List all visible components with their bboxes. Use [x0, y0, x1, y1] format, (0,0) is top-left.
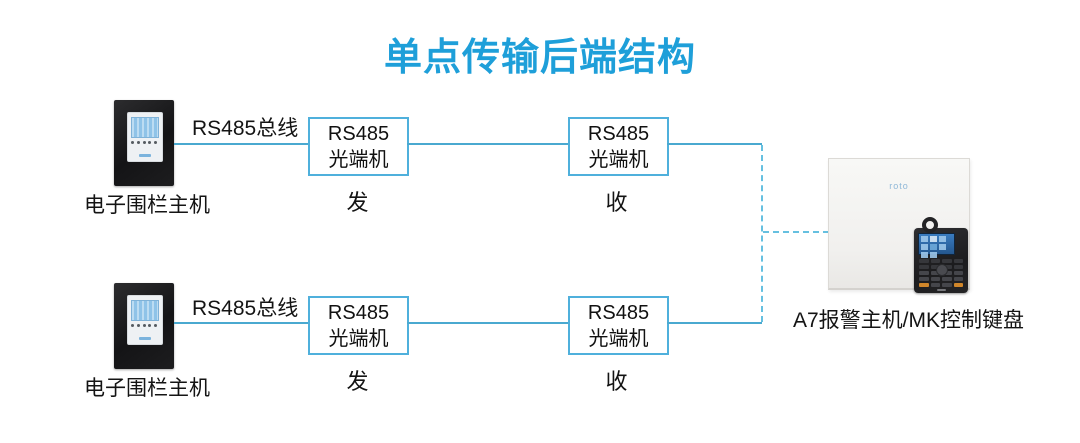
keypad-buttons: [919, 259, 963, 287]
keypad-screen: [918, 233, 955, 258]
converter-box-tx-bottom: RS485 光端机: [308, 296, 409, 355]
keypad-icon: [914, 217, 968, 293]
device-panel: [127, 295, 163, 345]
device-panel: [127, 112, 163, 162]
converter-line2: 光端机: [588, 327, 649, 350]
device-lcd-screen: [131, 117, 159, 138]
bus-label-top: RS485总线: [192, 117, 299, 140]
converter-line1: RS485: [587, 122, 650, 145]
mode-label-tx-top: 发: [346, 190, 369, 215]
connector-tx-to-rx-bottom: [407, 322, 568, 324]
converter-box-rx-top: RS485 光端机: [568, 117, 669, 176]
keypad-brand-mark: [937, 289, 946, 291]
connector-device-to-tx-top: [174, 143, 308, 145]
fence-host-label-bottom: 电子围栏主机: [84, 377, 210, 400]
device-led-row: [131, 141, 157, 144]
converter-box-rx-bottom: RS485 光端机: [568, 296, 669, 355]
device-lcd-screen: [131, 300, 159, 321]
device-brand-mark: [139, 154, 151, 157]
page-title: 单点传输后端结构: [383, 37, 696, 79]
trunk-dashed-vertical-line: [761, 145, 763, 322]
converter-box-tx-top: RS485 光端机: [308, 117, 409, 176]
converter-line2: 光端机: [588, 148, 649, 171]
converter-line1: RS485: [327, 122, 390, 145]
mode-label-rx-bottom: 收: [605, 369, 628, 394]
device-brand-mark: [139, 337, 151, 340]
mode-label-tx-bottom: 发: [346, 369, 369, 394]
fence-host-label-top: 电子围栏主机: [84, 194, 210, 217]
connector-rx-to-trunk-top: [667, 143, 762, 145]
connector-device-to-tx-bottom: [174, 322, 308, 324]
alarm-host-label: A7报警主机/MK控制键盘: [793, 309, 1025, 332]
bus-label-bottom: RS485总线: [192, 297, 299, 320]
converter-line1: RS485: [587, 301, 650, 324]
device-led-row: [131, 324, 157, 327]
keypad-nav-button: [936, 264, 948, 276]
connector-tx-to-rx-top: [407, 143, 568, 145]
keypad-hang-ring: [922, 217, 938, 233]
fence-host-device-icon-bottom: [114, 283, 174, 369]
converter-line2: 光端机: [328, 327, 389, 350]
trunk-dashed-to-alarm-line: [763, 231, 829, 233]
converter-line2: 光端机: [328, 148, 389, 171]
converter-line1: RS485: [327, 301, 390, 324]
mode-label-rx-top: 收: [605, 190, 628, 215]
alarm-panel-icon: roto: [828, 158, 970, 290]
connector-rx-to-trunk-bottom: [667, 322, 762, 324]
alarm-panel-logo: roto: [889, 181, 909, 191]
fence-host-device-icon-top: [114, 100, 174, 186]
